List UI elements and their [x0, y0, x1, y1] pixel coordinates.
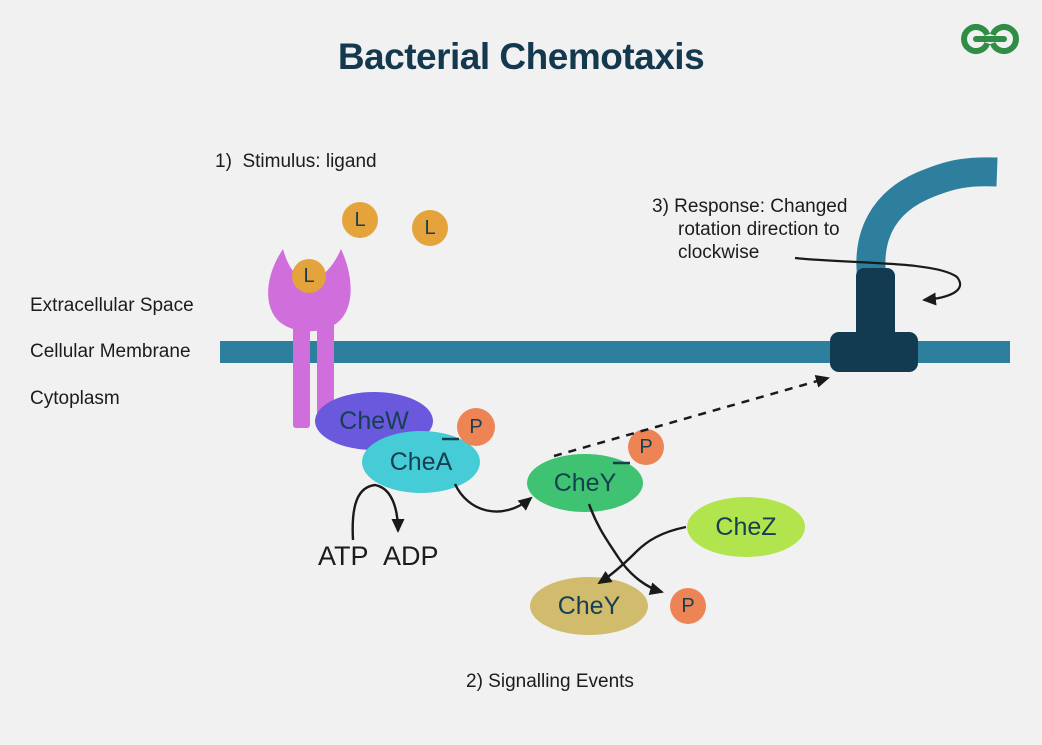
motor-shaft — [856, 268, 895, 340]
chey-inactive-ellipse: CheY — [530, 577, 648, 635]
chez-label: CheZ — [715, 512, 777, 541]
phosphate-circle-chea: P — [457, 408, 495, 446]
step3-line2: rotation direction to — [678, 219, 840, 240]
atp-adp-arrow — [351, 483, 405, 541]
region-extracellular-label: Extracellular Space — [30, 295, 194, 316]
step3-line1: 3) Response: Changed — [652, 196, 848, 217]
step3-line3: clockwise — [678, 242, 760, 263]
chea-label: CheA — [389, 447, 453, 476]
step2-label: 2) Signalling Events — [466, 671, 634, 692]
signal-dashed-arrow — [553, 375, 830, 458]
region-cytoplasm-label: Cytoplasm — [30, 388, 120, 409]
chey-inactive-label: CheY — [557, 591, 621, 620]
membrane-bar — [220, 341, 1010, 363]
chey-active-label: CheY — [553, 468, 617, 497]
phosphate-label-free: P — [681, 594, 695, 617]
chea-ellipse: CheA — [362, 431, 480, 493]
chey-active-ellipse: CheY — [527, 454, 643, 512]
rotation-arrow — [794, 256, 961, 306]
adp-label: ADP — [383, 541, 439, 571]
atp-label: ATP — [318, 541, 369, 571]
logo-right-g — [989, 24, 1019, 54]
ligand-circle-2: L — [412, 210, 448, 246]
flagellum — [856, 157, 998, 282]
chew-label: CheW — [339, 406, 409, 435]
geeksforgeeks-logo — [961, 24, 1019, 54]
ligand-circle-1: L — [342, 202, 378, 238]
ligand-bound-circle: L — [292, 259, 326, 293]
phosphate-circle-free: P — [670, 588, 706, 624]
ligand-bound-label: L — [303, 264, 315, 287]
page-title: Bacterial Chemotaxis — [337, 36, 705, 77]
phosphate-label-chea: P — [469, 415, 483, 438]
chez-to-chey-arrow — [597, 525, 687, 585]
chez-ellipse: CheZ — [687, 497, 805, 557]
step1-label: 1) Stimulus: ligand — [215, 151, 377, 172]
phosphate-label-chey: P — [639, 435, 653, 458]
chea-to-chey-arrow — [453, 483, 533, 513]
receptor-stem-left — [293, 300, 310, 428]
ligand-label-1: L — [354, 208, 366, 231]
motor-base — [830, 332, 918, 372]
region-membrane-label: Cellular Membrane — [30, 341, 191, 362]
ligand-label-2: L — [424, 216, 436, 239]
logo-left-g — [961, 24, 991, 54]
phosphate-circle-chey: P — [628, 429, 664, 465]
